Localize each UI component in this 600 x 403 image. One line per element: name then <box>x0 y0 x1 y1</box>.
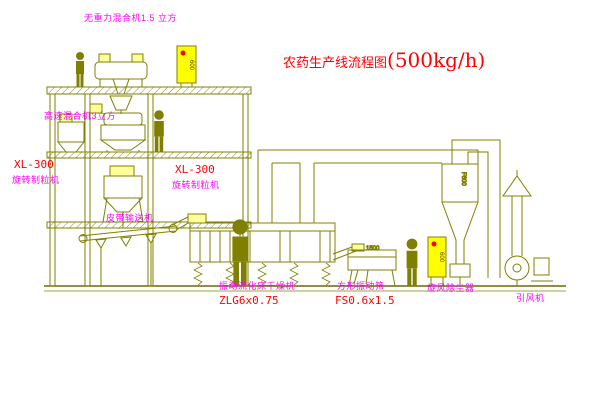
exhaust-duct <box>257 149 479 223</box>
label-granulator-mid-name: 旋转制粒机 <box>172 180 220 190</box>
label-granulator-left-name: 旋转制粒机 <box>12 175 60 185</box>
panel-2-text: 600 <box>438 252 444 263</box>
title-capacity: (500kg/h) <box>387 48 486 72</box>
control-panel-1: 600 <box>176 45 197 87</box>
person-figure-sieve <box>406 238 418 286</box>
person-figure-level2 <box>154 110 164 153</box>
label-sieve-model: FS0.6x1.5 <box>335 294 395 307</box>
title-text: 农药生产线流程图 <box>283 55 388 70</box>
label-sieve-name: 方形振动筛 <box>337 281 385 291</box>
label-high-speed-mixer: 高速混合机3立方 <box>44 111 117 121</box>
label-dryer-name: 振动流化床干燥机 <box>219 281 296 291</box>
square-sieve: 1500 <box>347 243 397 287</box>
cyclone: F600 <box>441 139 501 286</box>
top-mixer <box>94 53 148 114</box>
label-belt-conveyor: 皮带输送机 <box>106 213 154 223</box>
label-granulator-left-model: XL-300 <box>14 158 54 171</box>
indicator-light <box>180 50 186 56</box>
induced-fan <box>504 255 553 286</box>
diagram-title: 农药生产线流程图(500kg/h) <box>283 48 485 72</box>
indicator-light <box>431 241 437 247</box>
label-top-mixer: 无重力混合机1.5 立方 <box>84 13 178 23</box>
label-dryer-model: ZLG6x0.75 <box>219 294 279 307</box>
high-speed-mixer <box>89 103 147 152</box>
panel-1-text: 600 <box>188 60 194 71</box>
person-figure-top <box>76 52 84 87</box>
label-fan-name: 引风机 <box>516 293 545 303</box>
belt-conveyor <box>78 216 191 286</box>
sieve-tag: 1500 <box>366 246 380 252</box>
label-granulator-mid-model: XL-300 <box>175 163 215 176</box>
exhaust-stack <box>502 170 532 256</box>
person-figure-ground <box>232 219 248 286</box>
control-panel-2: 600 <box>427 236 447 286</box>
label-cyclone-name: 旋风除尘器 <box>427 283 475 293</box>
granulator <box>102 165 144 228</box>
side-machine <box>56 113 86 153</box>
cyclone-tag: F600 <box>460 172 466 186</box>
ground-line <box>44 285 566 292</box>
building-frame <box>46 86 252 287</box>
